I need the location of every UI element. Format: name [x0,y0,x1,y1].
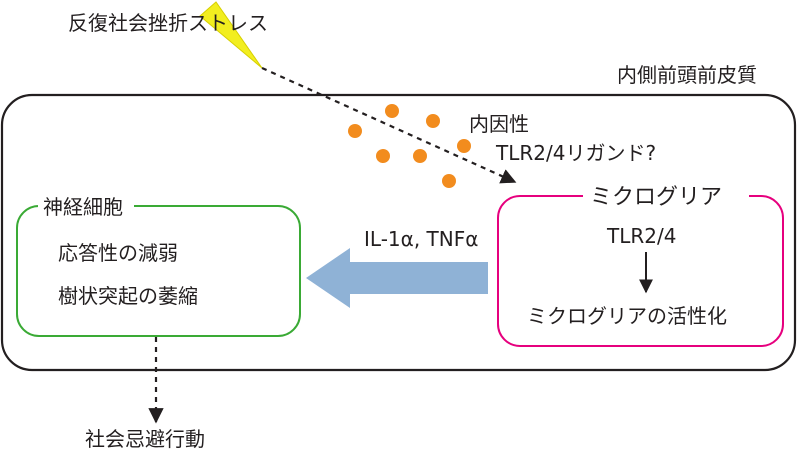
microglia-box: ミクログリア TLR2/4 ミクログリアの活性化 [497,180,784,347]
ligand-dot [376,149,390,163]
ligand-dots [348,104,471,188]
neuron-effect-1: 応答性の減弱 [58,241,178,265]
ligand-dot [442,174,456,188]
stress-source: 反復社会挫折ストレス [68,1,268,69]
ligand-dot [413,149,427,163]
cytokine-label: IL-1α, TNFα [364,227,478,251]
stress-label: 反復社会挫折ストレス [68,11,268,35]
ligand-dot [457,139,471,153]
microglia-receptor: TLR2/4 [606,224,676,248]
region-box [0,93,797,372]
outcome-label: 社会忌避行動 [85,427,205,451]
neuron-effect-2: 樹状突起の萎縮 [58,284,198,308]
neuron-title-backdrop [38,194,134,218]
stress-triangle-icon [199,1,263,69]
stress-to-microglia-arrow [261,66,517,184]
ligand-label-line1: 内因性 [469,112,529,136]
cytokine-arrow [306,248,488,308]
microglia-title-backdrop [583,180,749,208]
microglia-title: ミクログリア [590,185,722,210]
neuron-box: 神経細胞 応答性の減弱 樹状突起の萎縮 [16,194,301,337]
ligand-dot [385,104,399,118]
ligand-dot [426,114,440,128]
ligand-dot [348,124,362,138]
microglia-activation: ミクログリアの活性化 [527,304,727,328]
neuron-title: 神経細胞 [43,195,123,219]
ligand-label-line2: TLR2/4リガンド? [495,141,656,165]
neuron-border [16,205,301,337]
region-label: 内側前頭前皮質 [617,63,757,87]
